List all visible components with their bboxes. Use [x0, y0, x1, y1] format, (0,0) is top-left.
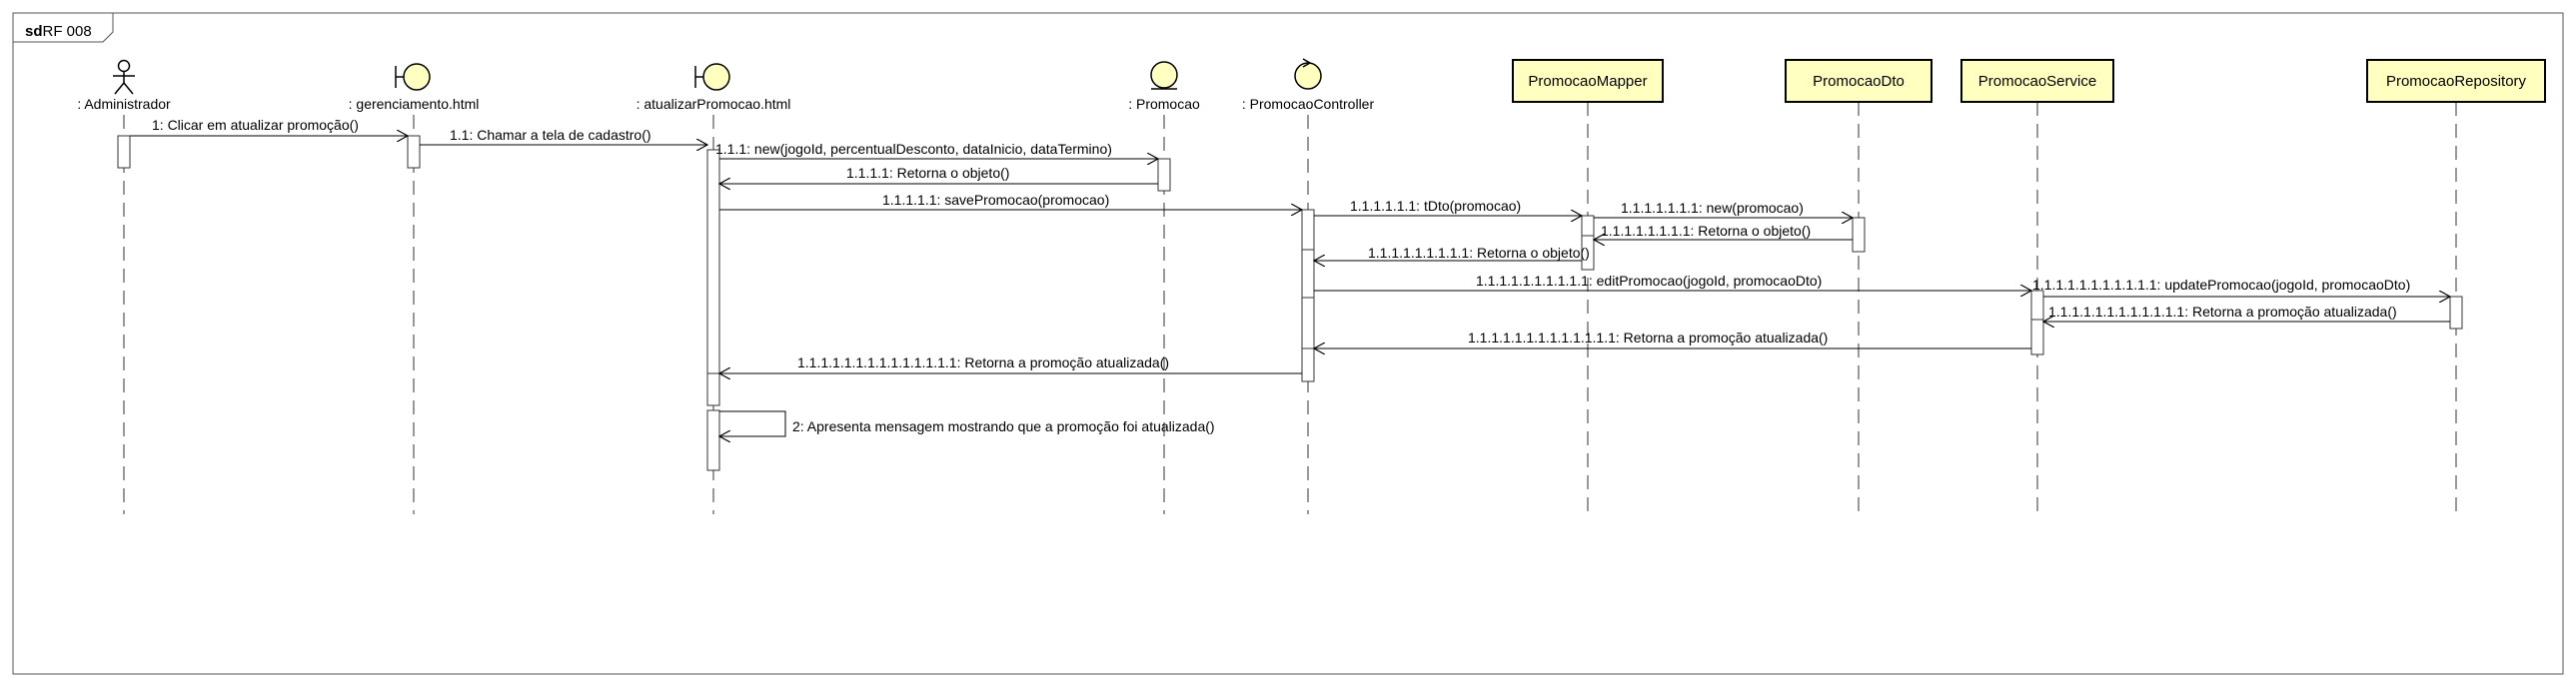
message-1: 1: Clicar em atualizar promoção()	[130, 117, 408, 136]
message-1-1-1-1: 1.1.1.1: Retorna o objeto()	[719, 165, 1158, 184]
activation-atualizar-main	[706, 149, 720, 406]
control-promocao-controller: : PromocaoController	[1242, 58, 1375, 112]
message-label: 1: Clicar em atualizar promoção()	[152, 117, 359, 133]
actor-administrador: : Administrador	[77, 59, 171, 112]
message-edit-promocao: 1.1.1.1.1.1.1.1.1.1: editPromocao(jogoId…	[1314, 273, 2031, 291]
activation-promocao	[1157, 158, 1171, 192]
messages: 1: Clicar em atualizar promoção() 1.1: C…	[130, 117, 2450, 436]
message-1-1-1-1-1: 1.1.1.1.1: savePromocao(promocao)	[719, 192, 1302, 210]
message-mapper-return: 1.1.1.1.1.1.1.1.1: Retorna o objeto()	[1314, 245, 1590, 261]
participant-label: PromocaoMapper	[1528, 73, 1647, 90]
message-tdto: 1.1.1.1.1.1: tDto(promocao)	[1314, 198, 1582, 216]
entity-icon	[1150, 61, 1178, 90]
activation-controller-return	[1301, 347, 1315, 382]
boundary-icon	[395, 63, 431, 91]
participants: : Administrador : gerenciamento.html : a…	[77, 58, 2546, 112]
message-label: 1.1.1.1: Retorna o objeto()	[846, 165, 1009, 181]
message-1-1: 1.1: Chamar a tela de cadastro()	[420, 127, 707, 145]
message-label: 1.1.1.1.1: savePromocao(promocao)	[882, 192, 1109, 208]
participant-label: PromocaoService	[1978, 73, 2096, 90]
message-label: 1.1.1.1.1.1.1.1.1.1.1.1: Retorna a promo…	[2048, 304, 2397, 320]
message-label: 1.1.1.1.1.1.1.1.1.1: editPromocao(jogoId…	[1476, 273, 1822, 289]
message-label: 1.1.1.1.1.1.1: new(promocao)	[1621, 200, 1804, 216]
activation-administrador	[117, 135, 131, 169]
actor-icon	[113, 59, 135, 95]
activation-mapper-return	[1581, 235, 1595, 271]
message-service-return: 1.1.1.1.1.1.1.1.1.1.1.1.1: Retorna a pro…	[1314, 330, 2031, 348]
activation-atualizar-return	[706, 372, 720, 406]
boundary-gerenciamento: : gerenciamento.html	[349, 63, 480, 112]
svg-text:sdRF 008: sdRF 008	[25, 23, 92, 40]
message-label: 1.1.1: new(jogoId, percentualDesconto, d…	[715, 141, 1112, 157]
participant-label: : atualizarPromocao.html	[637, 96, 791, 112]
message-label: 1.1.1.1.1.1.1.1.1.1.1.1.1: Retorna a pro…	[1468, 330, 1828, 345]
message-dto-return: 1.1.1.1.1.1.1.1: Retorna o objeto()	[1594, 223, 1853, 240]
message-label: 1.1.1.1.1.1.1.1.1: Retorna o objeto()	[1368, 245, 1590, 261]
message-label: 1.1.1.1.1.1: tDto(promocao)	[1350, 198, 1521, 214]
activation-gerenciamento	[407, 135, 421, 169]
message-controller-return: 1.1.1.1.1.1.1.1.1.1.1.1.1.1: Retorna a p…	[719, 354, 1302, 373]
activation-repository	[2449, 296, 2463, 330]
diagram-frame: sdRF 008	[12, 12, 2564, 675]
message-repository-return: 1.1.1.1.1.1.1.1.1.1.1.1: Retorna a promo…	[2043, 304, 2450, 322]
boundary-icon	[694, 63, 730, 91]
participant-box-promocao-dto: PromocaoDto	[1785, 59, 1932, 103]
participant-box-promocao-service: PromocaoService	[1960, 59, 2114, 103]
activation-controller-nested	[1301, 249, 1315, 299]
message-label: 1.1.1.1.1.1.1.1: Retorna o objeto()	[1601, 223, 1811, 239]
message-self-2: 2: Apresenta mensagem mostrando que a pr…	[719, 410, 1215, 436]
message-label: 1.1: Chamar a tela de cadastro()	[450, 127, 651, 143]
participant-box-promocao-repository: PromocaoRepository	[2366, 59, 2546, 103]
control-icon	[1294, 58, 1322, 90]
participant-label: PromocaoDto	[1813, 73, 1905, 90]
participant-box-promocao-mapper: PromocaoMapper	[1512, 59, 1664, 103]
message-label: 1.1.1.1.1.1.1.1.1.1.1: updatePromocao(jo…	[2032, 277, 2410, 293]
message-label: 2: Apresenta mensagem mostrando que a pr…	[792, 418, 1215, 434]
frame-title: RF 008	[43, 23, 92, 40]
entity-promocao: : Promocao	[1128, 61, 1200, 112]
message-label: 1.1.1.1.1.1.1.1.1.1.1.1.1.1: Retorna a p…	[797, 354, 1169, 370]
activation-atualizar-self	[706, 409, 720, 471]
activation-bars	[117, 135, 2463, 471]
activation-service-return	[2030, 319, 2044, 355]
participant-label: PromocaoRepository	[2386, 73, 2527, 90]
activation-dto	[1852, 217, 1866, 253]
participant-label: : PromocaoController	[1242, 96, 1375, 112]
message-dto-new: 1.1.1.1.1.1.1: new(promocao)	[1594, 200, 1853, 218]
boundary-atualizar-promocao: : atualizarPromocao.html	[637, 63, 791, 112]
participant-label: : Administrador	[77, 96, 171, 112]
message-update-promocao: 1.1.1.1.1.1.1.1.1.1.1: updatePromocao(jo…	[2032, 277, 2450, 297]
message-1-1-1: 1.1.1: new(jogoId, percentualDesconto, d…	[715, 141, 1158, 159]
participant-label: : Promocao	[1128, 96, 1200, 112]
participant-label: : gerenciamento.html	[349, 96, 480, 112]
frame-keyword: sd	[25, 23, 43, 40]
